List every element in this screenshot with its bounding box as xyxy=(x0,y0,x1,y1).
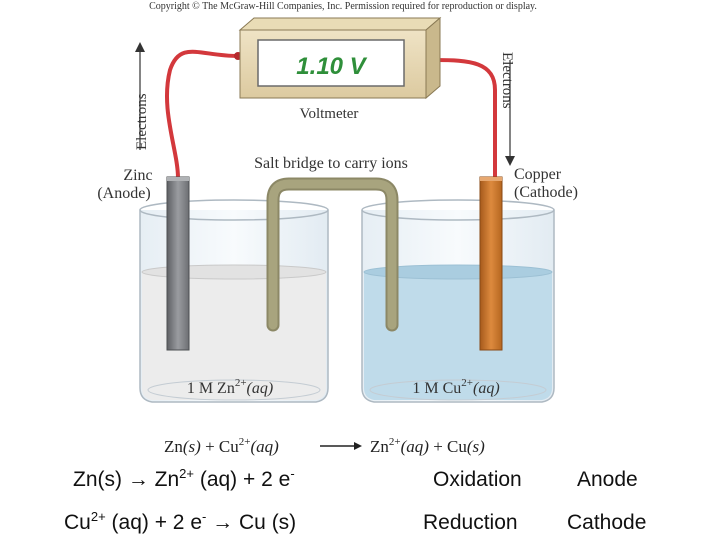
right-solution-label: 1 M Cu2+(aq) xyxy=(412,377,499,397)
left-wire xyxy=(165,49,239,179)
copper-solution xyxy=(364,272,552,400)
electrons-label-right: Electrons xyxy=(499,52,515,109)
oxidation-half-reaction: Zn(s) → Zn2+ (aq) + 2 e- xyxy=(73,466,295,491)
oxidation-label: Oxidation xyxy=(433,468,522,491)
salt-bridge xyxy=(268,179,397,330)
electrons-label-left: Electrons xyxy=(134,93,150,150)
voltmeter-label: Voltmeter xyxy=(300,106,359,122)
cathode-label: (Cathode) xyxy=(514,184,578,201)
overall-equation-rhs: Zn2+(aq) + Cu(s) xyxy=(370,436,485,456)
copyright-notice: Copyright © The McGraw-Hill Companies, I… xyxy=(149,1,537,12)
reduction-half-reaction: Cu2+ (aq) + 2 e- → Cu (s) xyxy=(64,509,297,534)
right-wire xyxy=(433,58,497,178)
zinc-label: Zinc xyxy=(123,167,152,184)
cathode-electrode-label: Cathode xyxy=(567,511,647,534)
reduction-label: Reduction xyxy=(423,511,518,534)
anode-electrode-label: Anode xyxy=(577,468,638,491)
copper-electrode xyxy=(479,176,503,351)
voltmeter-reading: 1.10 V xyxy=(296,53,367,80)
left-solution-label: 1 M Zn2+(aq) xyxy=(187,377,273,397)
right-beaker xyxy=(361,199,555,403)
anode-label: (Anode) xyxy=(97,185,150,202)
electron-arrowhead-left xyxy=(135,42,145,52)
electron-arrowhead-right xyxy=(505,156,515,166)
overall-equation-lhs: Zn(s) + Cu2+(aq) xyxy=(164,436,279,456)
reaction-arrowhead xyxy=(354,442,362,450)
voltmeter: 1.10 V xyxy=(238,16,442,100)
salt-bridge-label: Salt bridge to carry ions xyxy=(254,155,408,172)
copper-label: Copper xyxy=(514,166,562,183)
zinc-electrode xyxy=(166,176,190,351)
